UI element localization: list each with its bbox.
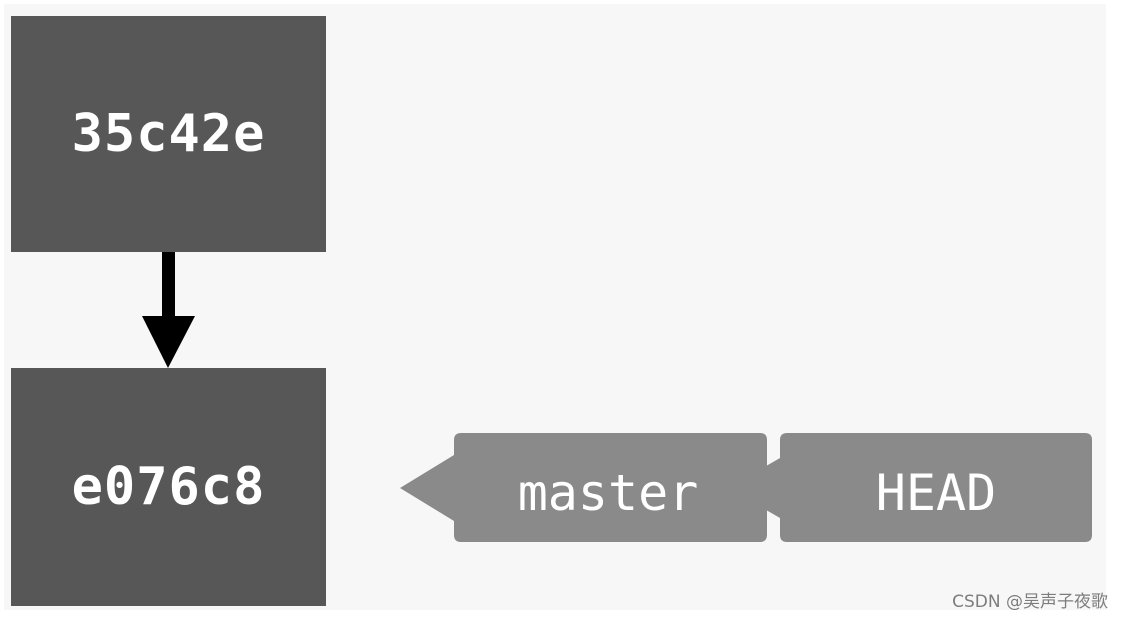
commit-hash-top: 35c42e [71, 104, 266, 164]
commit-box-bottom: e076c8 [11, 368, 326, 606]
commit-hash-bottom: e076c8 [71, 457, 266, 517]
commit-box-top: 35c42e [11, 16, 326, 252]
watermark: CSDN @吴声子夜歌 [952, 592, 1108, 612]
